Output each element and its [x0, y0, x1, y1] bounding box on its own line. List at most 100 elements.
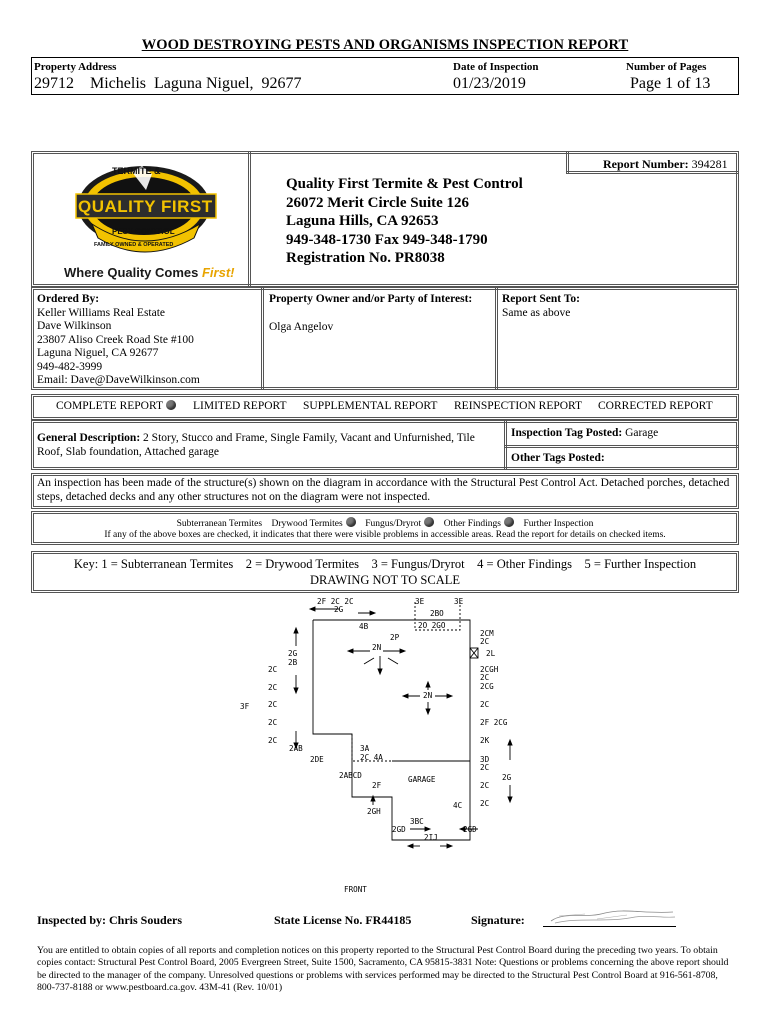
diagram-label: 2GD	[463, 825, 477, 834]
divider	[261, 287, 264, 390]
diagram-label: 3D	[480, 755, 490, 764]
report-type-limited: LIMITED REPORT	[193, 400, 287, 412]
ordered-by-line: Dave Wilkinson	[37, 320, 112, 332]
diagram-label: 2C	[480, 700, 489, 709]
ordered-by-line: Email: Dave@DaveWilkinson.com	[37, 374, 200, 386]
finding-fungus: Fungus/Dryrot	[365, 519, 422, 529]
diagram-label: 2C	[480, 781, 489, 790]
header-box	[31, 57, 739, 95]
finding-further: Further Inspection	[523, 519, 594, 529]
signature-label: Signature:	[471, 913, 525, 927]
report-type-label: COMPLETE REPORT	[56, 400, 163, 412]
logo-bottom-text: PEST CONTROL	[112, 227, 175, 236]
diagram-label: 2AB	[289, 744, 303, 753]
sent-to-value: Same as above	[502, 306, 571, 319]
front-label: FRONT	[344, 885, 367, 894]
diagram-label: 2C 4A	[360, 753, 383, 762]
report-sent-to: Report Sent To: Same as above	[502, 293, 580, 320]
drawing-scale-note: DRAWING NOT TO SCALE	[309, 573, 461, 587]
diagram-label: 2C	[480, 673, 489, 682]
diagram-label: 2G	[288, 649, 298, 658]
diagram-label: 2C	[268, 718, 277, 727]
ordered-by-line: Keller Williams Real Estate	[37, 306, 166, 319]
company-address1: 26072 Merit Circle Suite 126	[286, 194, 470, 211]
findings-box	[31, 511, 739, 545]
inspection-tag-label: Inspection Tag Posted:	[511, 427, 623, 439]
logo-tagline: Where Quality Comes First!	[64, 265, 234, 280]
owner-name: Olga Angelov	[269, 320, 334, 333]
company-logo	[62, 160, 232, 272]
pages-label: Number of Pages	[626, 61, 707, 73]
key-line: Key: 1 = Subterranean Termites 2 = Drywo…	[73, 557, 697, 571]
garage-label: GARAGE	[408, 775, 436, 784]
finding-other: Other Findings	[443, 519, 501, 529]
inspection-tag-value: Garage	[622, 427, 659, 439]
property-address: 29712 Michelis Laguna Niguel, 92677	[34, 75, 302, 92]
diagram-label: 3E	[454, 597, 464, 606]
company-section	[31, 151, 739, 287]
diagram-label: 2C	[480, 763, 489, 772]
diagram-label: 2G	[334, 605, 344, 614]
company-address2: Laguna Hills, CA 92653	[286, 213, 439, 229]
report-number-label: Report Number:	[603, 157, 689, 171]
diagram-label: 2L	[486, 649, 496, 658]
report-type-row	[31, 394, 739, 420]
diagram-label: 3BC	[410, 817, 424, 826]
property-owner: Property Owner and/or Party of Interest:…	[269, 293, 472, 334]
owner-label: Property Owner and/or Party of Interest:	[269, 293, 473, 305]
findings-row: Subterranean Termites Drywood Termites F…	[0, 517, 770, 529]
general-description-text: 2 Story, Stucco and Frame, Single Family…	[37, 432, 475, 458]
report-title: WOOD DESTROYING PESTS AND ORGANISMS INSP…	[141, 37, 629, 53]
page-count: Page 1 of 13	[630, 75, 711, 92]
finding-drywood: Drywood Termites	[271, 519, 343, 529]
diagram-label: 4B	[359, 622, 369, 631]
inspection-date: 01/23/2019	[453, 75, 526, 92]
diagram-label: 3F	[240, 702, 250, 711]
report-type-reinspection: REINSPECTION REPORT	[454, 400, 583, 412]
signature-line	[543, 926, 676, 927]
diagram-label: 2GD	[392, 825, 406, 834]
diagram-label: 2G	[502, 773, 512, 782]
diagram-label: 2O 2GO	[418, 621, 446, 630]
parties-section	[31, 287, 739, 390]
diagram-label: 2C	[480, 799, 489, 808]
inspection-statement-box	[31, 473, 739, 509]
checked-circle-icon	[165, 400, 176, 410]
diagram-label: 2K	[480, 736, 490, 745]
diagram-label: 2DE	[310, 755, 324, 764]
diagram-label: 2F 2CG	[480, 718, 508, 727]
tagline-text: Where Quality Comes	[64, 265, 202, 280]
report-type-corrected: CORRECTED REPORT	[598, 400, 713, 412]
ordered-by: Ordered By: Keller Williams Real Estate …	[37, 293, 200, 388]
diagram-label: 2F	[372, 781, 382, 790]
diagram-label: 2F 2C 2C	[317, 597, 354, 606]
other-tags-label: Other Tags Posted:	[511, 452, 605, 464]
diagram-label: 3E	[415, 597, 425, 606]
date-label: Date of Inspection	[453, 61, 539, 73]
report-number-value: 394281	[691, 157, 728, 171]
diagram-label: 2P	[390, 633, 400, 642]
company-name: Quality First Termite & Pest Control	[286, 176, 523, 192]
state-license: State License No. FR44185	[274, 913, 412, 927]
ordered-by-line: Laguna Niguel, CA 92677	[37, 347, 159, 359]
diagram-label: 2C	[268, 665, 277, 674]
ordered-by-line: 23807 Aliso Creek Road Ste #100	[37, 333, 194, 346]
divider	[248, 151, 251, 287]
general-description: General Description: 2 Story, Stucco and…	[37, 432, 497, 459]
inspection-statement: An inspection has been made of the struc…	[37, 477, 730, 503]
logo-main-text: QUALITY FIRST	[78, 197, 213, 216]
general-description-label: General Description:	[37, 432, 141, 444]
divider	[504, 445, 739, 448]
diagram-label: 2C	[480, 637, 489, 646]
diagram-label: 4C	[453, 801, 462, 810]
divider	[566, 171, 739, 174]
diagram-label: 2IJ	[424, 833, 438, 842]
ordered-by-line: 949-482-3999	[37, 360, 103, 373]
checked-circle-icon	[345, 517, 356, 527]
company-phones: 949-348-1730 Fax 949-348-1790	[286, 231, 488, 248]
logo-ribbon-text: FAMILY OWNED & OPERATED	[94, 242, 174, 248]
divider	[495, 287, 498, 390]
key-box	[31, 551, 739, 593]
report-type-complete: COMPLETE REPORT	[56, 400, 176, 414]
findings-note: If any of the above boxes are checked, i…	[104, 530, 666, 540]
